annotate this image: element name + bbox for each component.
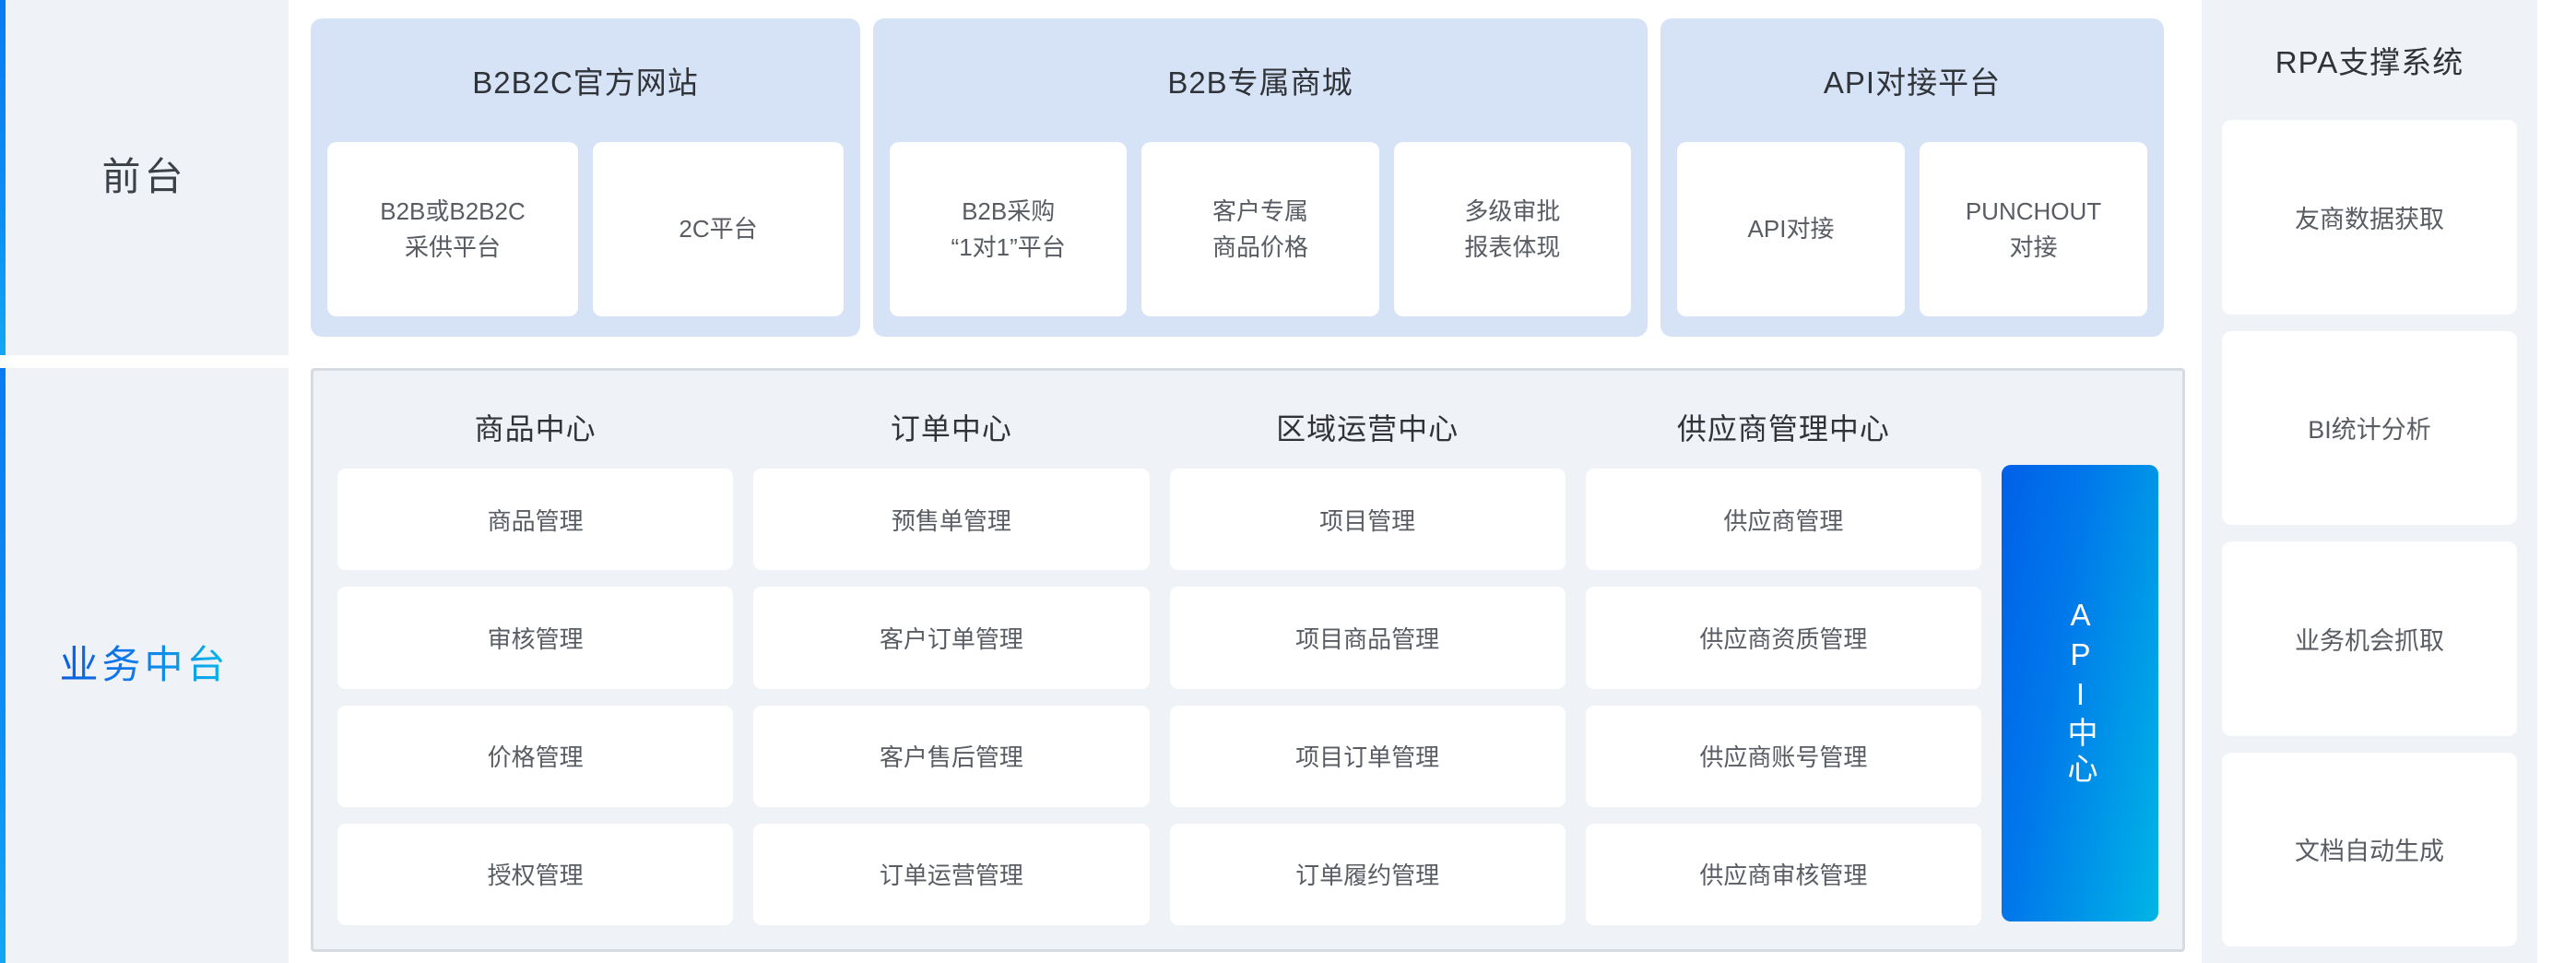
middle-item[interactable]: 价格管理	[337, 705, 734, 807]
middle-item[interactable]: 供应商管理	[1585, 469, 1981, 571]
rpa-item[interactable]: 业务机会抓取	[2222, 541, 2517, 736]
middle-item[interactable]: 客户售后管理	[753, 705, 1150, 807]
middle-column-title: 商品中心	[474, 412, 597, 446]
middle-column-items: 项目管理 项目商品管理 项目订单管理 订单履约管理	[1169, 463, 1566, 925]
middle-column-title: 供应商管理中心	[1676, 412, 1890, 446]
middle-column-product-center: 商品中心 商品管理 审核管理 价格管理 授权管理	[337, 391, 734, 925]
stage-rail: 前台 业务中台	[0, 0, 289, 963]
middle-column-items: 供应商管理 供应商资质管理 供应商账号管理 供应商审核管理	[1585, 463, 1981, 925]
middle-item[interactable]: 项目订单管理	[1169, 705, 1566, 807]
front-group-cards: B2B采购“1对1”平台 客户专属商品价格 多级审批报表体现	[890, 142, 1631, 316]
middle-item[interactable]: 供应商账号管理	[1585, 705, 1981, 807]
rpa-item[interactable]: BI统计分析	[2222, 330, 2517, 525]
rpa-items: 友商数据获取 BI统计分析 业务机会抓取 文档自动生成	[2222, 120, 2517, 946]
front-card[interactable]: 客户专属商品价格	[1141, 142, 1379, 316]
middle-column-region-operation-center: 区域运营中心 项目管理 项目商品管理 项目订单管理 订单履约管理	[1169, 391, 1566, 925]
middle-stage-row: 商品中心 商品管理 审核管理 价格管理 授权管理 订单中心 预售单管	[289, 355, 2185, 963]
rpa-item[interactable]: 友商数据获取	[2222, 120, 2517, 315]
front-card[interactable]: API对接	[1677, 142, 1905, 316]
middle-item[interactable]: 项目管理	[1169, 469, 1566, 571]
middle-column-supplier-management-center: 供应商管理中心 供应商管理 供应商资质管理 供应商账号管理 供应商审核管理	[1585, 391, 1981, 925]
middle-item[interactable]: 客户订单管理	[753, 587, 1150, 689]
rail-label-middle-stage: 业务中台	[59, 642, 229, 688]
rpa-panel-title: RPA支撑系统	[2275, 45, 2464, 79]
rpa-panel: RPA支撑系统 友商数据获取 BI统计分析 业务机会抓取 文档自动生成	[2202, 0, 2537, 963]
front-group-b2b-mall: B2B专属商城 B2B采购“1对1”平台 客户专属商品价格 多级审批报表体现	[873, 18, 1648, 337]
front-group-title: B2B专属商城	[1167, 65, 1353, 100]
rpa-column: RPA支撑系统 友商数据获取 BI统计分析 业务机会抓取 文档自动生成	[2185, 0, 2576, 963]
middle-column-order-center: 订单中心 预售单管理 客户订单管理 客户售后管理 订单运营管理	[753, 391, 1150, 925]
middle-column-title: 区域运营中心	[1276, 412, 1459, 446]
rpa-item[interactable]: 文档自动生成	[2222, 752, 2517, 946]
rail-label-front-stage: 前台	[101, 155, 187, 199]
middle-stage-box: 商品中心 商品管理 审核管理 价格管理 授权管理 订单中心 预售单管	[311, 368, 2185, 952]
middle-item[interactable]: 预售单管理	[753, 469, 1150, 571]
rail-cell-middle-stage: 业务中台	[0, 368, 289, 963]
front-card[interactable]: 2C平台	[593, 142, 844, 316]
middle-column-items: 预售单管理 客户订单管理 客户售后管理 订单运营管理	[753, 463, 1150, 925]
front-group-title: API对接平台	[1823, 65, 2002, 100]
middle-item[interactable]: 供应商资质管理	[1585, 587, 1981, 689]
front-group-title: B2B2C官方网站	[472, 65, 699, 100]
middle-item[interactable]: 授权管理	[337, 823, 734, 925]
middle-item[interactable]: 项目商品管理	[1169, 587, 1566, 689]
api-center-panel[interactable]: API中心	[2002, 465, 2158, 921]
middle-column-title: 订单中心	[890, 412, 1012, 446]
middle-item[interactable]: 订单运营管理	[753, 823, 1150, 925]
middle-item[interactable]: 审核管理	[337, 587, 734, 689]
middle-stage-columns: 商品中心 商品管理 审核管理 价格管理 授权管理 订单中心 预售单管	[337, 391, 1981, 925]
rail-divider	[0, 355, 289, 368]
front-card[interactable]: B2B采购“1对1”平台	[890, 142, 1128, 316]
rail-cell-front-stage: 前台	[0, 0, 289, 355]
middle-column-items: 商品管理 审核管理 价格管理 授权管理	[337, 463, 734, 925]
front-card[interactable]: 多级审批报表体现	[1393, 142, 1631, 316]
middle-item[interactable]: 供应商审核管理	[1585, 823, 1981, 925]
api-center-label: API中心	[2063, 598, 2097, 789]
middle-item[interactable]: 商品管理	[337, 469, 734, 571]
middle-item[interactable]: 订单履约管理	[1169, 823, 1566, 925]
